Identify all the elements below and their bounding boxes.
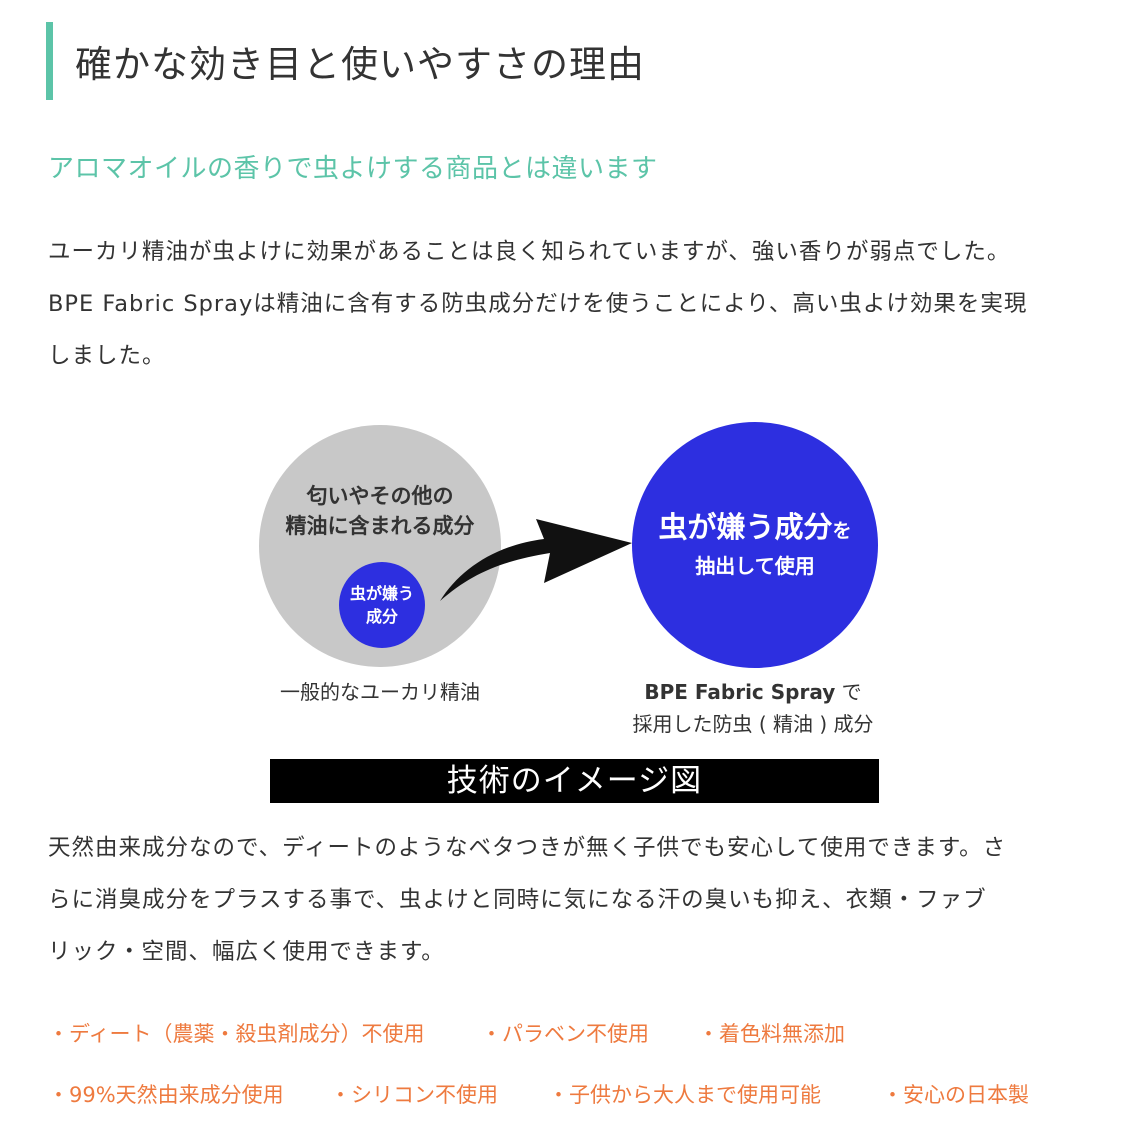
extracted-component-circle: 虫が嫌う成分を 抽出して使用 bbox=[632, 422, 878, 668]
feature-item: ・シリコン不使用 bbox=[330, 1083, 498, 1107]
label-product-line: BPE Fabric Spray で bbox=[600, 676, 906, 708]
essential-oil-caption-line: 匂いやその他の bbox=[306, 484, 454, 508]
intro-line: BPE Fabric Sprayは精油に含有する防虫成分だけを使うことにより、高… bbox=[48, 291, 1028, 317]
extracted-component-suffix: を bbox=[832, 520, 852, 542]
repellent-component-line: 成分 bbox=[365, 607, 398, 626]
essential-oil-caption-line: 精油に含まれる成分 bbox=[285, 514, 475, 538]
body-line: リック・空間、幅広く使用できます。 bbox=[48, 939, 445, 965]
label-general-oil: 一般的なユーカリ精油 bbox=[280, 680, 480, 704]
body-line: らに消臭成分をプラスする事で、虫よけと同時に気になる汗の臭いも抑え、衣類・ファブ bbox=[48, 887, 987, 913]
feature-item: ・子供から大人まで使用可能 bbox=[548, 1083, 821, 1107]
feature-item: ・99%天然由来成分使用 bbox=[48, 1083, 284, 1107]
body-line: 天然由来成分なので、ディートのようなベタつきが無く子供でも安心して使用できます。… bbox=[48, 835, 1007, 861]
section-heading-text: 確かな効き目と使いやすさの理由 bbox=[75, 43, 645, 86]
feature-item: ・ディート（農薬・殺虫剤成分）不使用 bbox=[48, 1022, 425, 1046]
label-product-line2: 採用した防虫 ( 精油 ) 成分 bbox=[632, 712, 874, 736]
subheading: アロマオイルの香りで虫よけする商品とは違います bbox=[48, 154, 658, 184]
feature-item: ・着色料無添加 bbox=[698, 1022, 845, 1046]
repellent-component-circle: 虫が嫌う 成分 bbox=[339, 562, 425, 648]
section-heading: 確かな効き目と使いやすさの理由 bbox=[46, 22, 645, 100]
body-paragraph: 天然由来成分なので、ディートのようなベタつきが無く子供でも安心して使用できます。… bbox=[48, 822, 1098, 978]
intro-line: ユーカリ精油が虫よけに効果があることは良く知られていますが、強い香りが弱点でした… bbox=[48, 239, 1011, 265]
extracted-component-title: 虫が嫌う成分を bbox=[658, 508, 851, 550]
feature-item: ・パラベン不使用 bbox=[481, 1022, 649, 1046]
diagram-caption-bar: 技術のイメージ図 bbox=[270, 759, 879, 803]
repellent-component-line: 虫が嫌う bbox=[349, 584, 414, 603]
feature-item: ・安心の日本製 bbox=[882, 1083, 1029, 1107]
label-product-suffix: で bbox=[835, 680, 862, 704]
essential-oil-caption: 匂いやその他の 精油に含まれる成分 bbox=[259, 481, 501, 541]
extracted-component-sub: 抽出して使用 bbox=[695, 554, 815, 578]
label-product-component: BPE Fabric Spray で 採用した防虫 ( 精油 ) 成分 bbox=[600, 676, 906, 740]
extracted-component-main: 虫が嫌う成分 bbox=[658, 510, 833, 544]
intro-paragraph: ユーカリ精油が虫よけに効果があることは良く知られていますが、強い香りが弱点でした… bbox=[48, 226, 1098, 382]
intro-line: しました。 bbox=[48, 343, 166, 369]
arrow-right-icon bbox=[440, 519, 632, 601]
product-brand-name: BPE Fabric Spray bbox=[644, 680, 836, 704]
